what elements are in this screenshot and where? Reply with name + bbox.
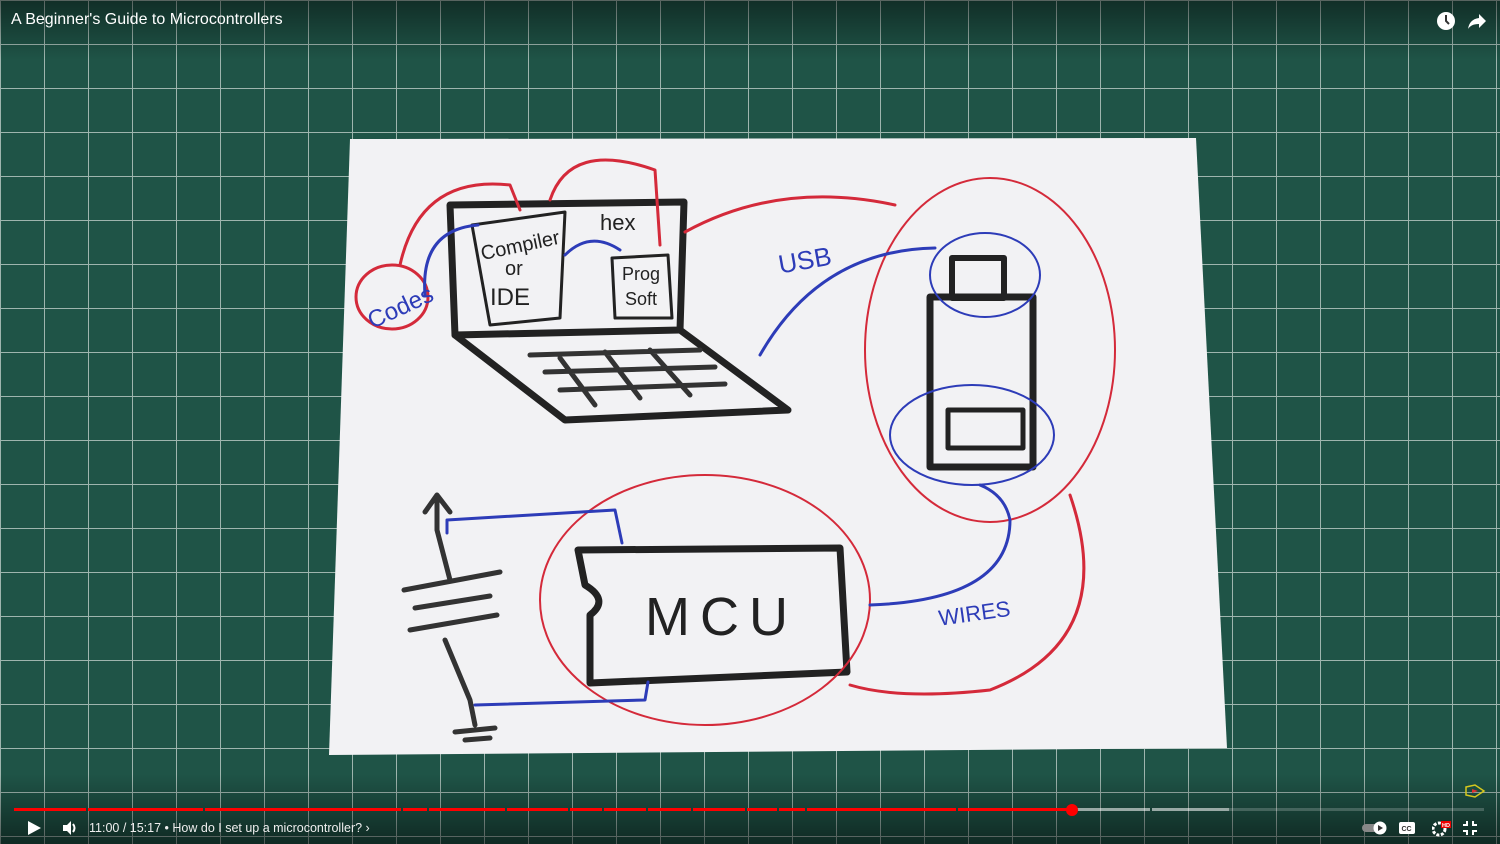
played-fill bbox=[87, 808, 204, 811]
label-soft: Soft bbox=[625, 289, 657, 309]
played-fill bbox=[570, 808, 603, 811]
chapter-segment[interactable] bbox=[429, 808, 506, 811]
played-fill bbox=[648, 808, 691, 811]
played-fill bbox=[604, 808, 647, 811]
played-fill bbox=[507, 808, 569, 811]
chapter-segment[interactable] bbox=[807, 808, 956, 811]
current-time: 11:00 bbox=[89, 821, 120, 835]
video-title[interactable]: A Beginner's Guide to Microcontrollers bbox=[11, 11, 283, 28]
chapter-segment[interactable] bbox=[692, 808, 746, 811]
time-separator: / bbox=[119, 821, 130, 835]
chapter-segment[interactable] bbox=[779, 808, 806, 811]
play-icon[interactable] bbox=[26, 820, 42, 836]
chapter-segment[interactable] bbox=[747, 808, 778, 811]
played-fill bbox=[402, 808, 428, 811]
channel-watermark-icon[interactable] bbox=[1463, 784, 1487, 798]
played-fill bbox=[779, 808, 806, 811]
autoplay-toggle[interactable] bbox=[1362, 821, 1388, 835]
played-fill bbox=[205, 808, 401, 811]
chapter-segment[interactable] bbox=[957, 808, 1150, 811]
exit-fullscreen-icon[interactable] bbox=[1463, 821, 1477, 835]
label-hex: hex bbox=[600, 210, 635, 235]
paper-sheet bbox=[329, 138, 1227, 755]
chapter-segment[interactable] bbox=[507, 808, 569, 811]
top-bar bbox=[0, 0, 1500, 60]
svg-text:HD: HD bbox=[1442, 823, 1450, 829]
scrubber-handle[interactable] bbox=[1066, 804, 1079, 816]
chapter-title[interactable]: How do I set up a microcontroller? bbox=[172, 821, 363, 835]
chapter-segment[interactable] bbox=[648, 808, 691, 811]
settings-gear-hd-icon[interactable]: HD bbox=[1432, 819, 1452, 837]
time-display: 11:00 / 15:17 • How do I set up a microc… bbox=[89, 821, 370, 835]
share-arrow-icon[interactable] bbox=[1467, 11, 1487, 31]
chevron-right-icon[interactable]: › bbox=[365, 821, 370, 835]
label-or: or bbox=[505, 258, 523, 280]
played-fill bbox=[14, 808, 86, 811]
label-mcu: MCU bbox=[645, 587, 798, 647]
played-fill bbox=[429, 808, 506, 811]
buffered-fill bbox=[1151, 808, 1230, 811]
chapter-segment[interactable] bbox=[604, 808, 647, 811]
played-fill bbox=[692, 808, 746, 811]
progress-bar[interactable] bbox=[14, 808, 1486, 812]
chapter-segment[interactable] bbox=[205, 808, 401, 811]
chapter-segment[interactable] bbox=[1151, 808, 1484, 811]
volume-icon[interactable] bbox=[62, 820, 78, 836]
label-ide: IDE bbox=[490, 284, 530, 311]
svg-text:CC: CC bbox=[1402, 826, 1412, 833]
chapter-segment[interactable] bbox=[402, 808, 428, 811]
played-fill bbox=[957, 808, 1072, 811]
chapter-segment[interactable] bbox=[570, 808, 603, 811]
chapter-segment[interactable] bbox=[87, 808, 204, 811]
closed-captions-icon[interactable]: CC bbox=[1399, 822, 1415, 834]
duration: 15:17 bbox=[129, 821, 162, 835]
label-prog: Prog bbox=[622, 264, 660, 284]
played-fill bbox=[747, 808, 778, 811]
chapter-segment[interactable] bbox=[14, 808, 86, 811]
played-fill bbox=[807, 808, 956, 811]
clock-icon[interactable] bbox=[1436, 11, 1456, 31]
